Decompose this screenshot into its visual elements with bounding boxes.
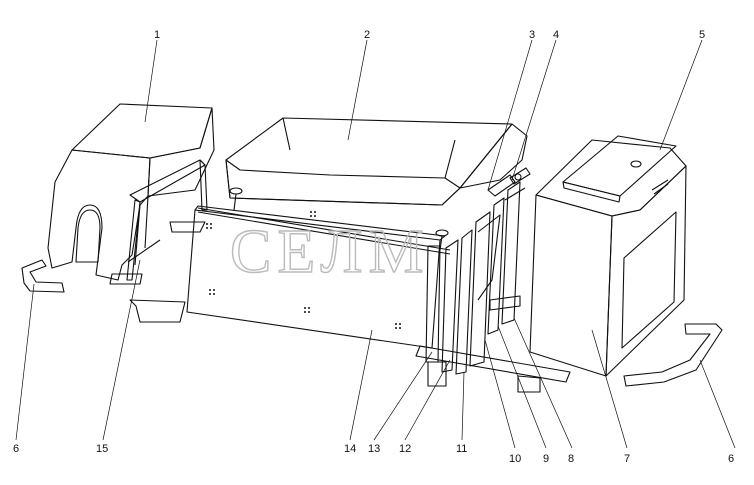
callout-8: 8 bbox=[568, 453, 574, 465]
callout-1: 1 bbox=[154, 29, 160, 41]
callout-6-right: 6 bbox=[728, 453, 734, 465]
leader-lines bbox=[15, 39, 736, 449]
part-8-frame-strut bbox=[501, 181, 526, 325]
left-base-bracket bbox=[129, 221, 206, 323]
callout-3: 3 bbox=[529, 29, 535, 41]
base-crossbar bbox=[415, 295, 571, 393]
support-rod bbox=[197, 207, 451, 255]
bolt-left bbox=[229, 187, 243, 211]
part-12-frame-upright bbox=[441, 239, 459, 373]
callout-12: 12 bbox=[399, 443, 411, 455]
callout-labels: 1 2 3 4 5 6 6 7 8 9 10 11 12 13 14 15 bbox=[13, 29, 734, 465]
part-9-frame-strut bbox=[487, 197, 505, 335]
callout-13: 13 bbox=[368, 443, 380, 455]
callout-9: 9 bbox=[543, 453, 549, 465]
callout-2: 2 bbox=[364, 29, 370, 41]
callout-7: 7 bbox=[624, 453, 630, 465]
callout-14: 14 bbox=[344, 443, 356, 455]
callout-5: 5 bbox=[699, 29, 705, 41]
part-6-left-handrail bbox=[21, 259, 65, 293]
callout-6-left: 6 bbox=[13, 443, 19, 455]
part-11-frame-post bbox=[455, 229, 473, 375]
callout-10: 10 bbox=[509, 453, 521, 465]
callout-4: 4 bbox=[553, 29, 559, 41]
part-10-frame-post bbox=[469, 211, 501, 367]
part-5-lid bbox=[562, 135, 677, 203]
callout-11: 11 bbox=[456, 443, 467, 455]
callout-15: 15 bbox=[96, 443, 108, 455]
part-2-central-cover bbox=[225, 117, 528, 206]
part-7-right-enclosure bbox=[529, 139, 687, 377]
part-1-left-cover bbox=[47, 103, 215, 281]
watermark-text: СЕЛМ bbox=[230, 218, 430, 286]
parts-3-4-mounts bbox=[487, 167, 531, 197]
part-6-right-handrail bbox=[623, 323, 723, 387]
